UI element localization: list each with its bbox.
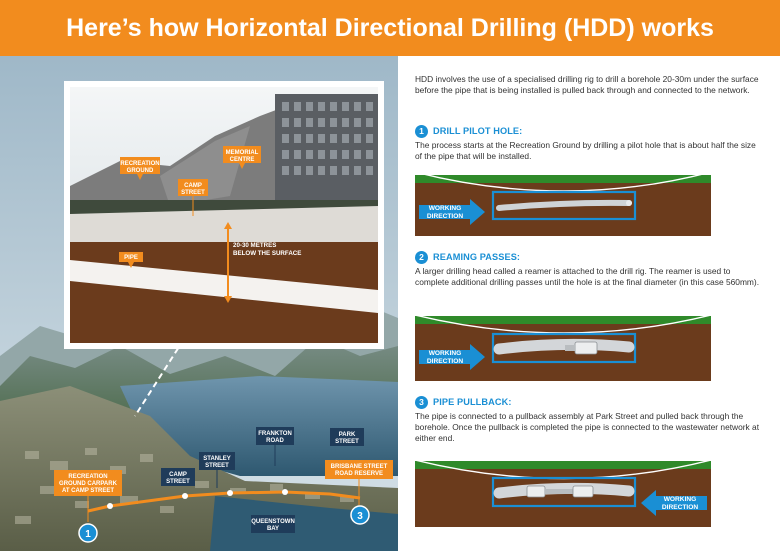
label-frankton-bg <box>256 427 294 445</box>
step-3-description: The pipe is connected to a pullback asse… <box>415 411 760 444</box>
inset-building <box>275 94 378 204</box>
inset-label-pipe: PIPE <box>124 255 138 261</box>
step-3-title: PIPE PULLBACK: <box>433 397 512 407</box>
cross-section-inset: 20-30 METRES BELOW THE SURFACE RECREATIO… <box>64 81 384 349</box>
depth-arrow-bottom <box>224 296 232 303</box>
marker-end-label: 3 <box>357 511 363 522</box>
label-carpark-3: AT CAMP STREET <box>62 488 114 494</box>
label-bay-bg <box>251 515 295 533</box>
label-camp-2: STREET <box>166 479 190 485</box>
step-2-heading: 2 REAMING PASSES: <box>415 250 520 264</box>
label-park-2: STREET <box>335 439 359 445</box>
label-stanley-bg <box>199 452 235 470</box>
lake <box>120 376 398 476</box>
label-brisbane-1: BRISBANE STREET <box>331 464 388 470</box>
header-banner <box>0 0 780 56</box>
label-bay-1: QUEENSTOWN <box>251 519 295 525</box>
step-2-number: 2 <box>415 250 428 264</box>
step-2-title: REAMING PASSES: <box>433 252 521 262</box>
inset-label-camp-bg <box>178 179 208 196</box>
inset-label-recreation-pointer <box>137 174 143 180</box>
label-stanley-2: STREET <box>205 463 229 469</box>
depth-label-2: BELOW THE SURFACE <box>233 250 301 257</box>
depth-label-1: 20-30 METRES <box>233 242 276 249</box>
marker-start <box>78 523 98 543</box>
label-carpark-1: RECREATION <box>68 474 107 480</box>
step-1-description: The process starts at the Recreation Gro… <box>415 140 756 162</box>
building-windows <box>282 102 373 175</box>
label-carpark-bg <box>54 470 122 496</box>
marker-end <box>350 505 370 525</box>
step-1-number: 1 <box>415 124 428 138</box>
label-park-bg <box>330 428 364 446</box>
label-brisbane-bg <box>325 460 393 479</box>
inset-label-recreation-1: RECREATION <box>120 161 159 167</box>
route-nodes <box>107 489 288 509</box>
illustration-svg: 1 3 FRANKTON ROAD PARK STREET STANLEY ST… <box>0 56 398 551</box>
step-3-heading: 3 PIPE PULLBACK: <box>415 395 511 409</box>
label-frankton-1: FRANKTON <box>258 431 292 437</box>
label-frankton-2: ROAD <box>266 438 284 444</box>
step-2-description: A larger drilling head called a reamer i… <box>415 266 760 288</box>
depth-arrow-top <box>224 222 232 229</box>
inset-label-pipe-pointer <box>128 262 134 268</box>
label-camp-bg <box>161 468 195 486</box>
inset-label-pipe-bg <box>119 252 143 262</box>
intro-text: HDD involves the use of a specialised dr… <box>415 74 759 96</box>
label-brisbane-2: ROAD RESERVE <box>335 471 383 477</box>
inset-label-memorial-2: CENTRE <box>230 157 255 163</box>
label-camp-1: CAMP <box>169 472 187 478</box>
step-1-title: DRILL PILOT HOLE: <box>433 126 523 136</box>
inset-label-memorial-1: MEMORIAL <box>226 150 259 156</box>
inset-label-recreation-bg <box>120 157 160 174</box>
bay <box>210 496 398 551</box>
page-title: Here’s how Horizontal Directional Drilli… <box>66 14 714 42</box>
illustration-panel: 1 3 FRANKTON ROAD PARK STREET STANLEY ST… <box>0 56 398 551</box>
label-carpark-2: GROUND CARPARK <box>59 481 118 487</box>
label-park-1: PARK <box>339 432 356 438</box>
inset-label-memorial-bg <box>223 146 261 163</box>
label-stanley-1: STANLEY <box>203 456 231 462</box>
inset-label-camp-1: CAMP <box>184 183 202 189</box>
inset-label-camp-2: STREET <box>181 190 205 196</box>
label-bay-2: BAY <box>267 526 279 532</box>
inset-ground <box>70 206 378 242</box>
inset-pipe <box>70 260 378 313</box>
step-3-number: 3 <box>415 395 428 409</box>
marker-start-label: 1 <box>85 529 91 540</box>
inset-label-recreation-2: GROUND <box>127 168 154 174</box>
step-1-heading: 1 DRILL PILOT HOLE: <box>415 124 522 138</box>
inset-label-memorial-pointer <box>239 163 245 169</box>
